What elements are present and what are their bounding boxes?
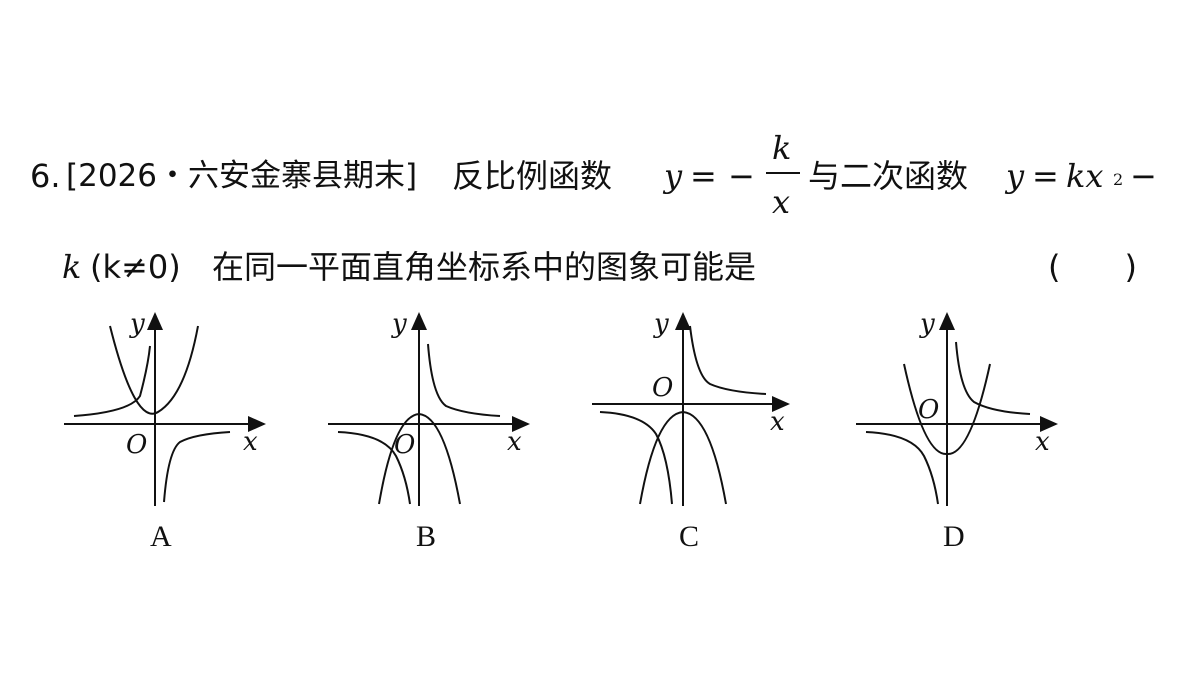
answer-blank[interactable]: ( ) xyxy=(1048,248,1137,286)
func1-numerator: k xyxy=(772,129,792,167)
origin-label: O xyxy=(126,430,147,460)
func1-equals: = xyxy=(690,157,717,195)
x-axis-label: x xyxy=(507,427,522,457)
origin-label: O xyxy=(394,430,415,460)
x-axis-label: x xyxy=(770,407,785,437)
option-b-label[interactable]: B xyxy=(416,520,437,553)
option-b-graph[interactable]: y x O xyxy=(324,306,544,516)
question-text-part1: 反比例函数 xyxy=(452,157,613,195)
y-axis-label: y xyxy=(919,309,935,339)
graph-d-svg: y x O xyxy=(856,309,1058,506)
question-text-part3: 在同一平面直角坐标系中的图象可能是 xyxy=(212,248,757,286)
hyperbola-branch-lower-left xyxy=(865,431,939,505)
graph-b-svg: y x O xyxy=(328,309,530,506)
y-axis-label: y xyxy=(129,309,145,339)
option-a-graph[interactable]: y x O xyxy=(60,306,280,516)
func2-y: y xyxy=(1006,157,1025,195)
parabola-curve xyxy=(903,363,991,456)
parabola-curve xyxy=(378,412,461,505)
origin-label: O xyxy=(652,373,673,403)
func2-exponent: 2 xyxy=(1113,170,1124,189)
option-c-graph[interactable]: y x O xyxy=(588,306,808,516)
hyperbola-branch-lower-right xyxy=(163,431,231,503)
hyperbola-branch-upper-right xyxy=(427,343,501,417)
option-c-label[interactable]: C xyxy=(679,520,700,553)
parabola-curve xyxy=(639,410,727,505)
x-axis-label: x xyxy=(1035,427,1050,457)
hyperbola-branch-upper-left xyxy=(73,345,151,417)
option-d-graph[interactable]: y x O xyxy=(852,306,1072,516)
parabola-curve xyxy=(109,325,199,415)
func1-y: y xyxy=(664,157,683,195)
x-axis-label: x xyxy=(243,427,258,457)
option-d-label[interactable]: D xyxy=(943,520,965,553)
question-number: 6. xyxy=(30,157,61,195)
func2-kx: kx xyxy=(1066,157,1104,195)
question-source: [2026・六安金寨县期末] xyxy=(66,158,418,194)
func2-minus: − xyxy=(1130,157,1157,195)
fraction-bar xyxy=(766,172,800,174)
y-axis-label: y xyxy=(653,309,669,339)
origin-label: O xyxy=(918,395,939,425)
option-a-label[interactable]: A xyxy=(150,520,172,553)
func2-equals: = xyxy=(1032,157,1059,195)
hyperbola-branch-upper-right xyxy=(689,325,767,395)
graph-a-svg: y x O xyxy=(64,309,266,506)
hyperbola-branch-upper-right xyxy=(955,341,1031,415)
hyperbola-branch-lower-left xyxy=(599,411,673,505)
func1-denominator: x xyxy=(772,183,791,221)
line2-k: k xyxy=(62,248,82,286)
line2-condition: (k≠0) xyxy=(90,248,181,286)
y-axis-label: y xyxy=(391,309,407,339)
graph-c-svg: y x O xyxy=(592,309,790,506)
hyperbola-branch-lower-left xyxy=(337,431,411,505)
question-text-part2: 与二次函数 xyxy=(808,157,969,195)
func1-minus: − xyxy=(728,157,755,195)
